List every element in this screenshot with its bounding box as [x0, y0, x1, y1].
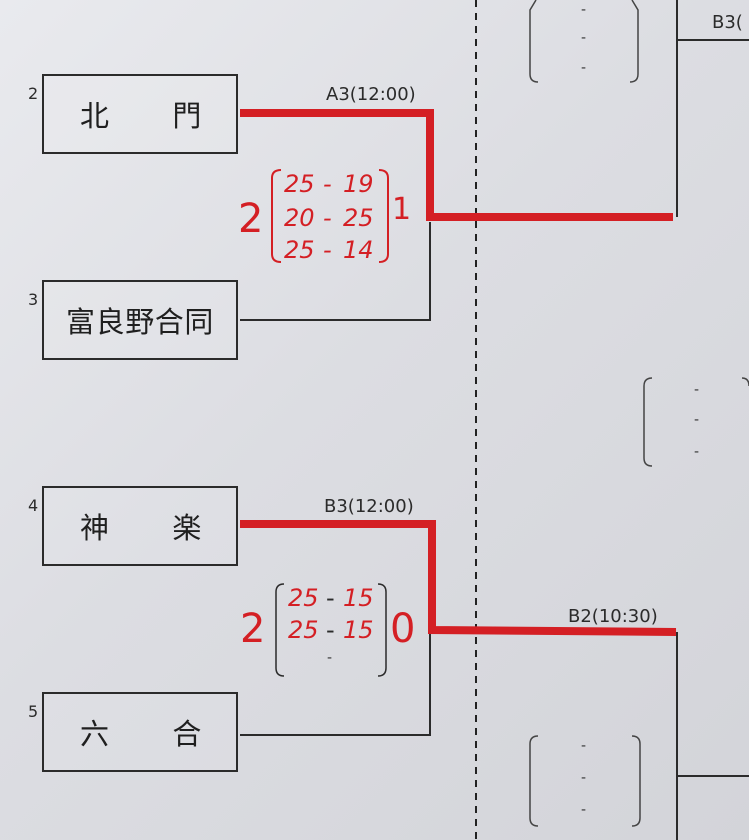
placeholder-dash: - — [581, 770, 587, 786]
placeholder-dash: - — [694, 444, 700, 460]
set-score-left: 25 — [284, 236, 315, 264]
team-box-3: 神 楽 — [42, 486, 238, 566]
set-score-separator: - — [326, 616, 335, 644]
match-label: B3(12:00) — [324, 496, 414, 517]
placeholder-dash: - — [581, 802, 587, 818]
seed-number: 4 — [28, 496, 39, 515]
team-box-4: 六 合 — [42, 692, 238, 772]
score-bracket-right-2 — [377, 583, 387, 677]
placeholder-bracket-top-right — [629, 0, 639, 83]
match1-loser-line — [240, 222, 431, 321]
placeholder-dash: - — [694, 412, 700, 428]
set-score-left: 20 — [284, 204, 315, 232]
placeholder-bracket-top-left — [529, 0, 539, 83]
team-box-2: 富良野合同 — [42, 280, 238, 360]
team-name: 北 門 — [80, 99, 202, 133]
set-score-left: 25 — [288, 584, 319, 612]
team-box-1: 北 門 — [42, 74, 238, 154]
set-score-left: 25 — [288, 616, 319, 644]
match2-loser-line — [240, 632, 431, 736]
placeholder-dash: - — [581, 738, 587, 754]
placeholder-bracket-mid-right — [741, 377, 749, 387]
score-bracket-left-2 — [275, 583, 285, 677]
placeholder-dash: - — [581, 2, 587, 18]
placeholder-bracket-bottom-right — [631, 735, 641, 827]
team-name: 六 合 — [80, 717, 202, 751]
set-score-separator: - — [323, 236, 332, 264]
placeholder-bracket-bottom-left — [529, 735, 539, 827]
seed-number: 2 — [28, 84, 39, 103]
set-score-right: 14 — [343, 236, 374, 264]
right-win-count: 0 — [390, 606, 416, 652]
score-bracket-right-1 — [378, 169, 389, 263]
set-score-separator: - — [323, 204, 332, 232]
next-match-label: B2(10:30) — [568, 606, 658, 627]
left-win-count: 2 — [240, 606, 266, 652]
score-bracket-left-1 — [271, 169, 282, 263]
set-score-right: 19 — [343, 170, 374, 198]
right-win-count: 1 — [392, 192, 412, 227]
next-match-label: B3( — [712, 12, 743, 33]
set-score-left: 25 — [284, 170, 315, 198]
placeholder-bracket-mid-left — [643, 377, 653, 467]
match-label: A3(12:00) — [326, 84, 416, 105]
set-score-separator: - — [323, 170, 332, 198]
match2-winner-path — [240, 520, 677, 636]
set-score-right: 15 — [343, 584, 374, 612]
empty-set-separator: - — [327, 650, 333, 666]
seed-number: 5 — [28, 702, 39, 721]
set-score-right: 15 — [343, 616, 374, 644]
set-score-separator: - — [326, 584, 335, 612]
seed-number: 3 — [28, 290, 39, 309]
placeholder-dash: - — [694, 382, 700, 398]
team-name: 神 楽 — [80, 511, 202, 545]
left-win-count: 2 — [238, 196, 264, 242]
team-name: 富良野合同 — [66, 305, 214, 339]
placeholder-dash: - — [581, 30, 587, 46]
match1-winner-path — [240, 109, 673, 221]
set-score-right: 25 — [343, 204, 374, 232]
placeholder-dash: - — [581, 60, 587, 76]
